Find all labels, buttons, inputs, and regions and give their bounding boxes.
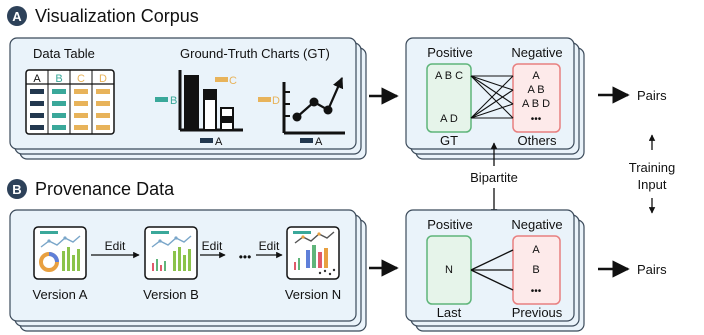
bar-label-b: B — [170, 95, 177, 107]
top-positive-box — [426, 63, 472, 133]
table-cell-swatch — [74, 101, 88, 106]
version-a-label: Version A — [33, 287, 88, 302]
line-chart-icon: D A — [258, 76, 345, 148]
table-cell-swatch — [52, 125, 66, 130]
bipartite-label: Bipartite — [470, 170, 518, 185]
bottom-positive-bottom: Last — [437, 305, 462, 320]
version-b-thumbnail — [144, 226, 198, 280]
edit-label-1: Edit — [105, 239, 126, 253]
bar-chart-icon: B C A — [155, 70, 243, 148]
top-positive-item-1: A B C — [435, 70, 463, 82]
table-cell-swatch — [52, 89, 66, 94]
gt-label: Ground-Truth Charts (GT) — [180, 46, 330, 61]
bottom-pairs-output: Pairs — [637, 262, 667, 277]
top-positive-bottom: GT — [440, 133, 458, 148]
version-n-thumbnail — [286, 226, 340, 280]
top-negative-item-1: A — [532, 70, 540, 82]
section-b-badge-letter: B — [12, 182, 21, 197]
table-cell-swatch — [96, 89, 110, 94]
bottom-positive-item-1: N — [445, 264, 453, 276]
top-negative-box — [512, 63, 561, 133]
table-cell-swatch — [30, 101, 44, 106]
bottom-bipartite-edges — [470, 249, 514, 291]
table-cell-swatch — [96, 101, 110, 106]
bar-label-a: A — [215, 136, 223, 148]
top-negative-item-4: ••• — [531, 114, 542, 125]
bottom-positive-label: Positive — [427, 217, 473, 232]
version-n-label: Version N — [285, 287, 341, 302]
top-pairs-output: Pairs — [637, 88, 667, 103]
table-cell-swatch — [96, 125, 110, 130]
version-ellipsis: ••• — [239, 250, 252, 264]
table-cell-swatch — [30, 113, 44, 118]
line-label-d: D — [272, 95, 280, 107]
section-b-header: B Provenance Data — [7, 179, 175, 199]
table-cell-swatch — [74, 89, 88, 94]
section-b-badge — [7, 179, 27, 199]
bottom-negative-item-3: ••• — [531, 286, 542, 297]
table-header-d: D — [99, 73, 107, 85]
table-cell-swatch — [30, 125, 44, 130]
bottom-negative-label: Negative — [511, 217, 562, 232]
version-b-label: Version B — [143, 287, 199, 302]
edit-label-2: Edit — [202, 239, 223, 253]
top-negative-bottom: Others — [517, 133, 557, 148]
table-header-a: A — [33, 73, 41, 85]
bottom-negative-item-2: B — [532, 264, 539, 276]
bottom-negative-bottom: Previous — [512, 305, 563, 320]
table-cell-swatch — [52, 101, 66, 106]
table-header-c: C — [77, 73, 85, 85]
line-label-a: A — [315, 136, 323, 148]
top-positive-item-2: A D — [440, 113, 458, 125]
top-negative-label: Negative — [511, 45, 562, 60]
section-b-title: Provenance Data — [35, 179, 175, 199]
top-bipartite-edges — [470, 75, 514, 119]
top-negative-item-3: A B D — [522, 98, 550, 110]
table-cell-swatch — [30, 89, 44, 94]
table-cell-swatch — [74, 113, 88, 118]
edit-label-3: Edit — [259, 239, 280, 253]
data-table-label: Data Table — [33, 46, 95, 61]
bar-label-c: C — [229, 75, 237, 87]
section-a-title: Visualization Corpus — [35, 6, 199, 26]
top-negative-item-2: A B — [527, 84, 544, 96]
top-positive-label: Positive — [427, 45, 473, 60]
training-label-line1: Training — [629, 160, 675, 175]
section-a-badge-letter: A — [12, 9, 22, 24]
training-label-line2: Input — [638, 177, 667, 192]
table-cell-swatch — [52, 113, 66, 118]
data-table-icon: A B C D — [25, 69, 115, 135]
version-a-thumbnail — [33, 226, 87, 280]
bottom-negative-item-1: A — [532, 244, 540, 256]
section-a-header: A Visualization Corpus — [7, 6, 199, 26]
table-cell-swatch — [96, 113, 110, 118]
table-cell-swatch — [74, 125, 88, 130]
table-header-b: B — [55, 73, 62, 85]
section-a-badge — [7, 6, 27, 26]
